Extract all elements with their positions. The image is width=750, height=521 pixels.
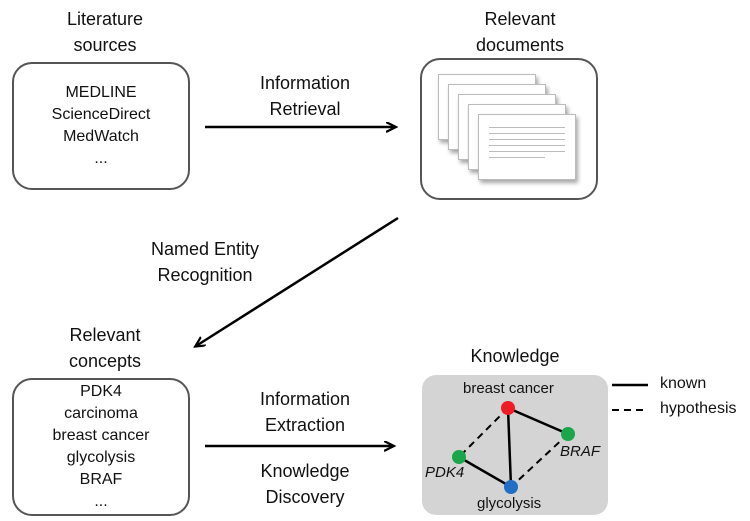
node-label-braf: BRAF	[560, 443, 601, 460]
node-glycolysis	[504, 480, 518, 494]
label-information-extraction-line2: Extraction	[264, 415, 346, 435]
heading-relevant-documents: Relevant documents	[445, 6, 595, 58]
label-information-retrieval: Information Retrieval	[235, 70, 375, 122]
node-label-glycolysis: glycolysis	[477, 495, 542, 512]
edge-pdk4-glycolysis-known	[458, 455, 512, 489]
node-breast-cancer	[501, 401, 515, 415]
label-knowledge-discovery-line2: Discovery	[265, 487, 345, 507]
concept-item: breast cancer	[52, 427, 150, 444]
node-pdk4	[452, 450, 466, 464]
edge-breast-cancer-glycolysis-known	[506, 407, 513, 488]
source-item: ...	[94, 150, 108, 167]
label-knowledge-discovery-line1: Knowledge	[260, 461, 350, 481]
legend-hypothesis-label: hypothesis	[660, 400, 737, 417]
source-item: MEDLINE	[65, 84, 137, 101]
relevant-documents-box	[420, 58, 598, 200]
concept-item: carcinoma	[64, 405, 138, 422]
node-label-pdk4: PDK4	[425, 464, 465, 481]
literature-sources-box: MEDLINE ScienceDirect MedWatch ...	[12, 62, 190, 190]
heading-literature-sources-line1: Literature	[66, 9, 144, 29]
label-knowledge-discovery: Knowledge Discovery	[235, 458, 375, 510]
label-named-entity-recognition: Named Entity Recognition	[130, 236, 280, 288]
arrow-named-entity-recognition	[196, 216, 399, 346]
edge-braf-glycolysis-hypothesis	[510, 433, 569, 488]
heading-literature-sources-line2: sources	[73, 35, 137, 55]
concept-item: glycolysis	[66, 449, 136, 466]
legend-known-label: known	[660, 375, 707, 392]
relevant-concepts-box: PDK4 carcinoma breast cancer glycolysis …	[12, 378, 190, 516]
label-information-retrieval-line2: Retrieval	[269, 99, 341, 119]
source-item: MedWatch	[63, 128, 139, 145]
label-information-retrieval-line1: Information	[259, 73, 351, 93]
edge-breast-cancer-pdk4-hypothesis	[458, 407, 509, 458]
label-named-entity-recognition-line1: Named Entity	[150, 239, 260, 259]
heading-relevant-concepts-line2: concepts	[68, 351, 142, 371]
document-page-icon	[478, 114, 576, 180]
heading-knowledge: Knowledge	[445, 343, 585, 369]
concept-item: ...	[94, 493, 108, 510]
concept-item: PDK4	[80, 383, 122, 400]
heading-relevant-documents-line2: documents	[475, 35, 565, 55]
heading-knowledge-text: Knowledge	[470, 346, 560, 366]
source-item: ScienceDirect	[51, 106, 151, 123]
node-label-breast-cancer: breast cancer	[463, 380, 554, 397]
label-information-extraction: Information Extraction	[235, 386, 375, 438]
heading-literature-sources: Literature sources	[40, 6, 170, 58]
edge-breast-cancer-braf-known	[507, 406, 569, 436]
heading-relevant-concepts-line1: Relevant	[69, 325, 141, 345]
label-named-entity-recognition-line2: Recognition	[157, 265, 253, 285]
label-information-extraction-line1: Information	[259, 389, 351, 409]
heading-relevant-concepts: Relevant concepts	[40, 322, 170, 374]
node-braf	[561, 427, 575, 441]
concept-item: BRAF	[79, 471, 123, 488]
heading-relevant-documents-line1: Relevant	[484, 9, 556, 29]
